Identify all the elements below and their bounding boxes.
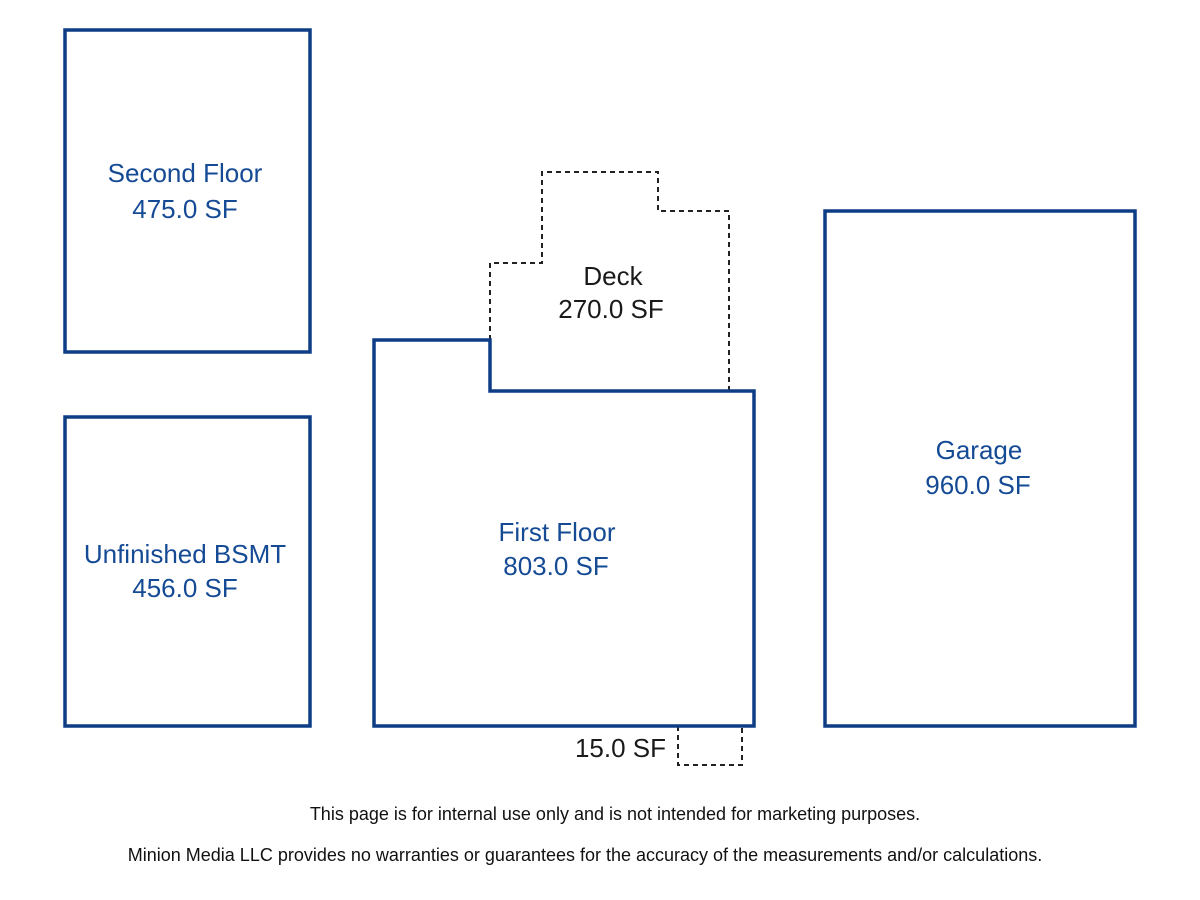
first-floor-area: 803.0 SF — [503, 551, 609, 581]
deck-outline — [489, 171, 730, 391]
deck-name: Deck — [583, 261, 643, 291]
garage-outline — [823, 209, 1137, 728]
stoop-area: 15.0 SF — [575, 733, 666, 763]
garage-area: 960.0 SF — [925, 470, 1031, 500]
unfinished-bsmt-name: Unfinished BSMT — [84, 539, 286, 569]
disclaimer-note: Minion Media LLC provides no warranties … — [127, 845, 1043, 865]
first-floor-name: First Floor — [499, 517, 616, 547]
unfinished-bsmt-area: 456.0 SF — [132, 573, 238, 603]
first-floor-outline — [372, 338, 756, 728]
second-floor-name: Second Floor — [108, 158, 263, 188]
unfinished-bsmt-outline — [63, 415, 312, 728]
deck-area: 270.0 SF — [558, 294, 664, 324]
internal-use-note: This page is for internal use only and i… — [309, 804, 921, 824]
stoop-outline — [677, 726, 743, 766]
garage-name: Garage — [936, 435, 1023, 465]
second-floor-area: 475.0 SF — [132, 194, 238, 224]
second-floor-outline — [63, 28, 312, 354]
